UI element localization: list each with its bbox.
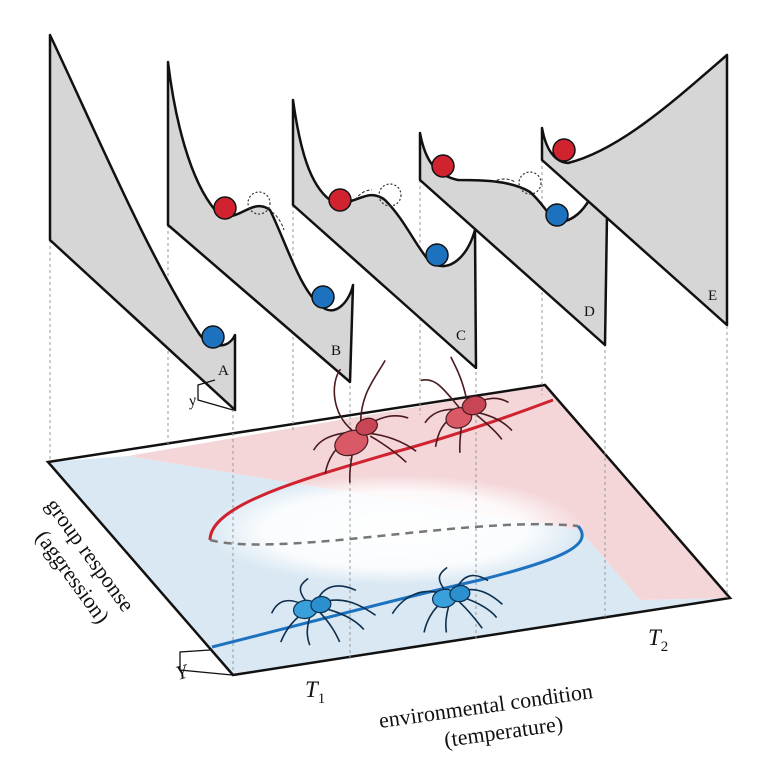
ball-red-b xyxy=(213,196,237,220)
motion-arrow-b xyxy=(271,211,285,231)
landscape-panel-c xyxy=(291,98,478,370)
ball-ghost-c xyxy=(378,183,402,207)
t2-label: T2 xyxy=(648,625,668,655)
t1-sub: 1 xyxy=(318,691,326,707)
hysteresis-gap-glow xyxy=(205,475,585,585)
spider-red-1 xyxy=(312,360,417,483)
ball-red-c xyxy=(328,188,352,212)
panel-label-e: E xyxy=(708,288,717,304)
ball-blue-c xyxy=(425,243,449,267)
ball-ghost-d xyxy=(518,171,542,195)
svg-text:T1: T1 xyxy=(305,677,325,707)
t2-sub: 2 xyxy=(661,639,669,655)
aggressive-branch-curve xyxy=(208,398,554,541)
t1-label: T1 xyxy=(305,677,325,707)
ball-blue-b xyxy=(311,285,335,309)
spider-red-2 xyxy=(420,356,513,453)
motion-arrow-c xyxy=(354,189,373,201)
panel-label-a: A xyxy=(218,363,229,379)
spider-blue-1 xyxy=(270,577,377,646)
t2-main: T xyxy=(648,625,663,650)
y-axis-symbol: Y xyxy=(174,660,192,685)
landscape-panel-e xyxy=(540,53,729,327)
response-curves xyxy=(208,398,584,649)
svg-text:T2: T2 xyxy=(648,625,668,655)
ball-red-e xyxy=(552,138,576,162)
x-axis-label: environmental condition (temperature) xyxy=(377,678,594,752)
ball-blue-d xyxy=(545,203,569,227)
panel-y-symbol: y xyxy=(185,392,198,411)
plane-outline xyxy=(45,383,733,677)
motion-arrow-d xyxy=(491,178,516,183)
ball-blue-a xyxy=(201,325,225,349)
panel-label-b: B xyxy=(331,343,341,359)
t1-main: T xyxy=(305,677,320,702)
ball-ghost-b xyxy=(247,191,271,215)
ball-red-d xyxy=(431,154,455,178)
unstable-branch-curve xyxy=(209,522,579,546)
docile-branch-curve xyxy=(211,525,584,649)
spider-blue-2 xyxy=(391,566,503,633)
base-plane xyxy=(45,383,733,677)
panel-labels: A B C D E xyxy=(218,288,717,379)
panel-label-d: D xyxy=(584,304,595,320)
landscape-panel-a xyxy=(48,33,237,412)
panel-label-c: C xyxy=(456,328,466,344)
landscape-panel-b xyxy=(166,60,355,384)
